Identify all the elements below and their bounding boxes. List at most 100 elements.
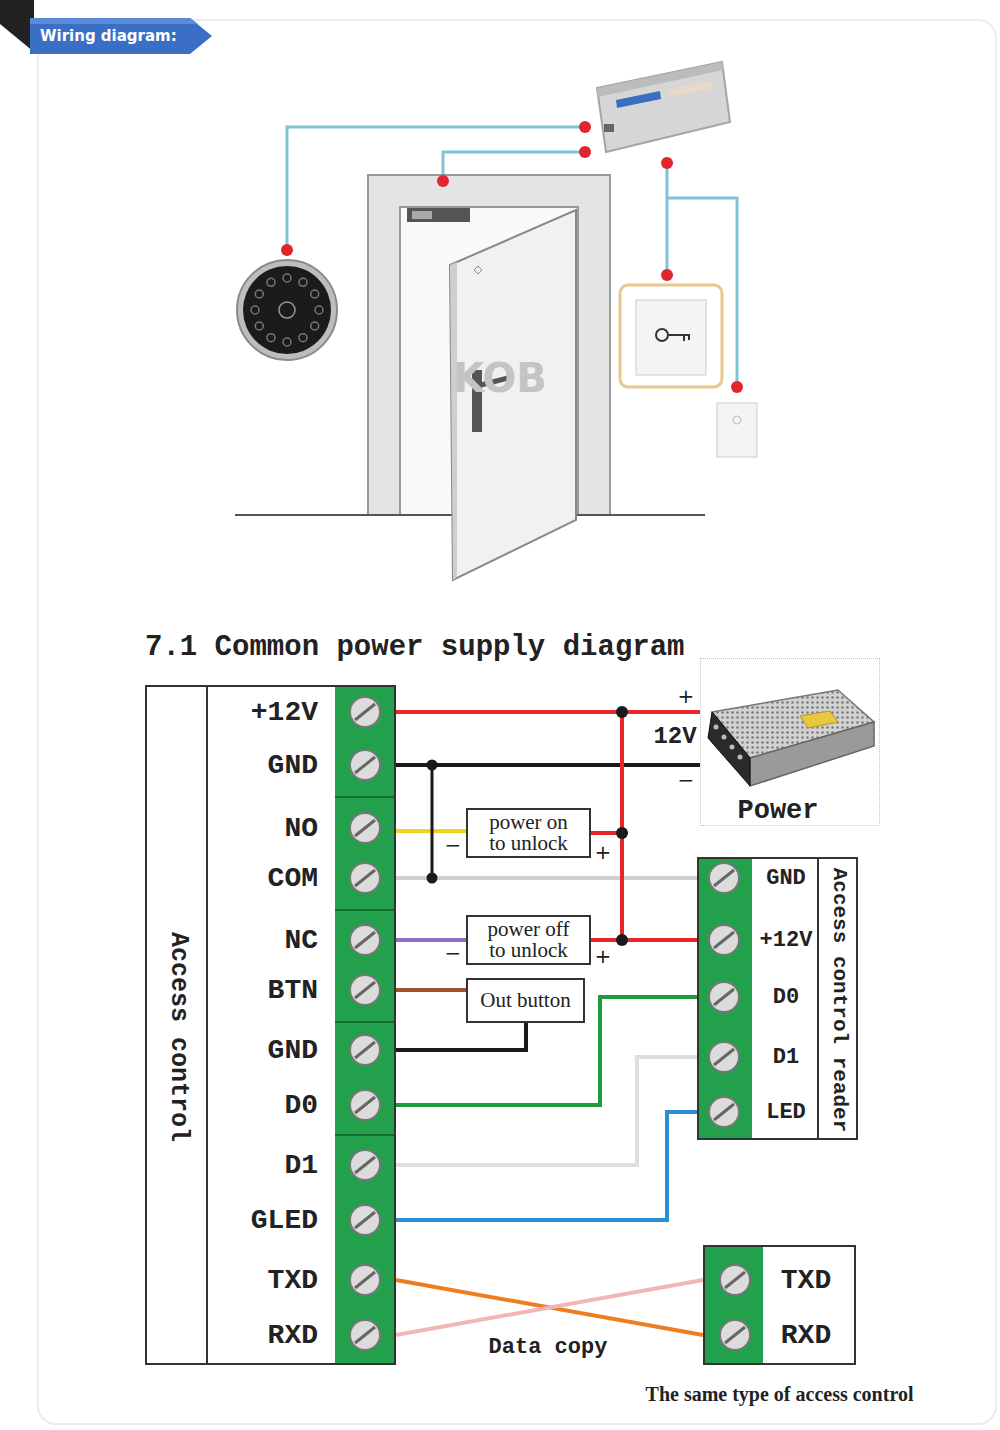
- device-caption: Power: [737, 798, 818, 825]
- keypad-illustration: [279, 302, 295, 318]
- door-illustration: [412, 211, 432, 219]
- power-box-illustration: [668, 81, 713, 97]
- voltage-label: 12V: [653, 723, 696, 750]
- screw-terminal: [355, 820, 375, 836]
- copy-target-terminals: [725, 1327, 745, 1343]
- copy-target-terminals: [720, 1320, 750, 1350]
- screw-terminal: [350, 1320, 380, 1350]
- reader-terminals: [709, 1097, 739, 1127]
- vertical-title: Access control: [166, 932, 191, 1142]
- pin-label: COM: [268, 863, 318, 894]
- junction-dots: [427, 760, 438, 771]
- pin-label: BTN: [268, 975, 318, 1006]
- polarity-sign: +: [678, 684, 695, 708]
- small-power-box-illustration: [717, 403, 757, 457]
- reader-terminals: [714, 1104, 734, 1120]
- screw-terminal: [355, 757, 375, 773]
- wire: [396, 763, 700, 767]
- reader-terminals: [697, 857, 752, 1140]
- keypad-illustration: [283, 338, 291, 346]
- pin-label: GND: [268, 1035, 318, 1066]
- small-power-box-illustration: [717, 403, 757, 457]
- access-control-terminals: [206, 685, 208, 1365]
- screw-terminal: [350, 697, 380, 727]
- copy-target-terminals: [725, 1272, 745, 1288]
- power-supply-unit: [722, 735, 727, 740]
- pin-label: RXD: [781, 1320, 831, 1351]
- keypad-illustration: [311, 322, 319, 330]
- section-banner: Wiring diagram:: [30, 18, 212, 54]
- exit-button-illustration: [683, 335, 685, 341]
- wire: [396, 1112, 697, 1220]
- pin-label: NC: [284, 925, 318, 956]
- banner-shape: [30, 18, 212, 54]
- junction-dots: [427, 873, 438, 884]
- screw-terminal: [350, 925, 380, 955]
- wire: [396, 1280, 703, 1335]
- pin-label: GND: [268, 750, 318, 781]
- pin-label: D0: [773, 985, 799, 1010]
- access-control-terminals: [335, 1134, 396, 1136]
- wire: [396, 1057, 697, 1165]
- pin-label: RXD: [268, 1320, 318, 1351]
- screw-terminal: [355, 982, 375, 998]
- diagram-title: 7.1 Common power supply diagram: [145, 633, 685, 662]
- power-supply-unit: [714, 725, 719, 730]
- vertical-title: Access control reader: [829, 868, 850, 1133]
- access-control-terminals: [335, 1021, 396, 1023]
- pin-label: LED: [766, 1100, 806, 1125]
- wire: [591, 712, 700, 833]
- keypad-illustration: [237, 260, 337, 360]
- wire: [396, 988, 466, 992]
- screw-terminal: [355, 1327, 375, 1343]
- lock-box: power on to unlock: [466, 808, 591, 858]
- screw-terminal: [355, 932, 375, 948]
- small-power-box-illustration: [733, 416, 741, 424]
- pin-label: TXD: [781, 1265, 831, 1296]
- screw-terminal: [355, 1272, 375, 1288]
- reader-terminals: [697, 857, 818, 1140]
- screw-terminal: [355, 1212, 375, 1228]
- keypad-illustration: [315, 306, 323, 314]
- junction-dots: [431, 765, 434, 878]
- keypad-illustration: [299, 334, 307, 342]
- copy-target-terminals: [720, 1265, 750, 1295]
- screw-terminal: [350, 1205, 380, 1235]
- screw-terminal: [350, 1090, 380, 1120]
- lock-box: power off to unlock: [466, 915, 591, 965]
- access-control-terminals: [335, 796, 396, 798]
- box-text: Out button: [478, 990, 573, 1011]
- page-frame: [38, 20, 996, 1424]
- wire: [396, 876, 697, 880]
- keypad-illustration: [243, 266, 331, 354]
- wiring-illustration-wires: [666, 163, 669, 275]
- power-box-illustration: [597, 62, 730, 152]
- exit-button-illustration: [620, 285, 722, 387]
- pin-label: +12V: [760, 928, 813, 953]
- screw-terminal: [350, 1265, 380, 1295]
- pin-label: D0: [284, 1090, 318, 1121]
- access-control-terminals: [335, 685, 396, 1365]
- screw-terminal: [355, 1042, 375, 1058]
- wiring-illustration-dots: [661, 269, 673, 281]
- door-illustration: [474, 266, 482, 274]
- wiring-illustration-dots: [661, 157, 673, 169]
- wire: [622, 712, 700, 940]
- screw-terminal: [355, 870, 375, 886]
- door-illustration: [407, 208, 470, 222]
- box-text: power on to unlock: [481, 812, 576, 854]
- keypad-illustration: [299, 278, 307, 286]
- reader-terminals: [714, 989, 734, 1005]
- keypad-illustration: [251, 306, 259, 314]
- polarity-sign: −: [445, 941, 462, 965]
- banner-text: Wiring diagram:: [30, 18, 212, 54]
- reader-terminals: [709, 982, 739, 1012]
- pin-label: TXD: [268, 1265, 318, 1296]
- keypad-illustration: [255, 290, 263, 298]
- box-text: power off to unlock: [481, 919, 576, 961]
- screw-terminal: [350, 1150, 380, 1180]
- reader-terminals: [714, 870, 734, 886]
